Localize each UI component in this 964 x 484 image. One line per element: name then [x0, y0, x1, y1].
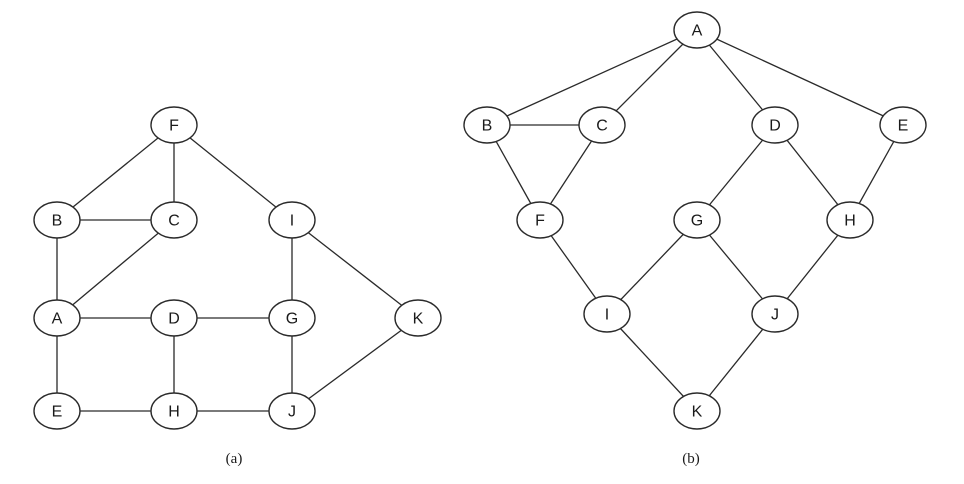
- graph-b-edge-d-g: [696, 124, 776, 221]
- graph-b-node-j-label: J: [771, 307, 779, 324]
- graph-b-node-g: G: [673, 201, 721, 239]
- graph-a-caption: (a): [226, 451, 243, 467]
- graph-a-node-a-label: A: [52, 311, 63, 328]
- graph-a-node-j-label: J: [288, 404, 296, 421]
- graph-a-node-c-label: C: [168, 213, 180, 230]
- graph-b-node-d-label: D: [769, 118, 781, 135]
- graph-b-edge-a-e: [696, 29, 904, 126]
- graph-b-node-e-ellipse: [879, 106, 927, 144]
- graph-b-node-i: I: [583, 295, 631, 333]
- graph-b-node-c-label: C: [596, 118, 608, 135]
- graph-a: F B C I A D G K E H J (a): [33, 106, 442, 467]
- graph-a-node-f-ellipse: [150, 106, 198, 144]
- graph-a-node-b: B: [33, 201, 81, 239]
- graph-a-edge-k-j: [291, 317, 419, 412]
- graph-a-node-c: C: [150, 201, 198, 239]
- graph-a-nodes: F B C I A D G K E H J: [33, 106, 442, 430]
- graph-b-edge-i-k: [606, 313, 698, 412]
- graph-a-node-g: G: [268, 299, 316, 337]
- graph-b-node-b: B: [463, 106, 511, 144]
- graph-a-node-j-ellipse: [268, 392, 316, 430]
- graph-b-node-f-label: F: [535, 213, 545, 230]
- graph-b-node-a-ellipse: [673, 11, 721, 49]
- graph-b-caption: (b): [682, 451, 700, 467]
- graph-a-node-b-label: B: [52, 213, 63, 230]
- graph-b-nodes: A B C D E F G H I J K: [463, 11, 927, 430]
- graph-a-node-a: A: [33, 299, 81, 337]
- graph-a-node-k: K: [394, 299, 442, 337]
- graph-b: A B C D E F G H I J K (b): [463, 11, 927, 467]
- graph-b-node-k-label: K: [692, 404, 703, 421]
- graph-b-node-a: A: [673, 11, 721, 49]
- graph-b-node-h: H: [826, 201, 874, 239]
- graph-b-node-i-label: I: [605, 307, 609, 324]
- graph-a-edge-c-a: [56, 219, 175, 319]
- graph-b-node-d: D: [751, 106, 799, 144]
- graph-a-node-c-ellipse: [150, 201, 198, 239]
- graph-a-edge-f-i: [173, 124, 293, 221]
- graph-b-node-b-label: B: [482, 118, 493, 135]
- graph-b-node-f-ellipse: [516, 201, 564, 239]
- graph-b-node-j-ellipse: [751, 295, 799, 333]
- graph-a-node-g-ellipse: [268, 299, 316, 337]
- graph-b-node-c: C: [578, 106, 626, 144]
- graph-a-node-f-label: F: [169, 118, 179, 135]
- graph-a-node-k-label: K: [413, 311, 424, 328]
- graph-b-node-k: K: [673, 392, 721, 430]
- graph-a-node-e-ellipse: [33, 392, 81, 430]
- graph-b-node-i-ellipse: [583, 295, 631, 333]
- graph-b-edge-a-d: [696, 29, 776, 126]
- graph-a-node-e: E: [33, 392, 81, 430]
- graph-a-edges: [56, 124, 419, 412]
- graph-b-node-b-ellipse: [463, 106, 511, 144]
- graph-a-node-j: J: [268, 392, 316, 430]
- graph-a-edge-f-b: [56, 124, 175, 221]
- graph-a-node-h-label: H: [168, 404, 180, 421]
- graph-b-edge-a-b: [486, 29, 698, 126]
- graph-b-node-f: F: [516, 201, 564, 239]
- graph-a-node-h-ellipse: [150, 392, 198, 430]
- graph-b-node-d-ellipse: [751, 106, 799, 144]
- graph-a-node-i-label: I: [290, 213, 294, 230]
- graph-b-node-c-ellipse: [578, 106, 626, 144]
- graph-b-edge-a-c: [601, 29, 698, 126]
- graph-a-node-d-ellipse: [150, 299, 198, 337]
- graph-b-node-h-label: H: [844, 213, 856, 230]
- graph-a-node-h: H: [150, 392, 198, 430]
- graph-a-node-a-ellipse: [33, 299, 81, 337]
- graph-b-node-a-label: A: [692, 23, 703, 40]
- graph-a-node-d-label: D: [168, 311, 180, 328]
- graph-b-node-e: E: [879, 106, 927, 144]
- graph-a-node-b-ellipse: [33, 201, 81, 239]
- graph-a-node-g-label: G: [286, 311, 298, 328]
- graph-a-node-e-label: E: [52, 404, 63, 421]
- graph-b-edge-g-i: [606, 219, 698, 315]
- graph-b-node-h-ellipse: [826, 201, 874, 239]
- graph-a-edge-i-k: [291, 219, 419, 319]
- graph-b-edge-j-k: [696, 313, 776, 412]
- graph-b-node-g-label: G: [691, 213, 703, 230]
- graph-b-node-j: J: [751, 295, 799, 333]
- graph-a-node-f: F: [150, 106, 198, 144]
- graph-b-node-e-label: E: [898, 118, 909, 135]
- graph-a-node-d: D: [150, 299, 198, 337]
- graph-b-node-k-ellipse: [673, 392, 721, 430]
- graph-a-node-i: I: [268, 201, 316, 239]
- graph-b-node-g-ellipse: [673, 201, 721, 239]
- graph-a-node-i-ellipse: [268, 201, 316, 239]
- graph-a-node-k-ellipse: [394, 299, 442, 337]
